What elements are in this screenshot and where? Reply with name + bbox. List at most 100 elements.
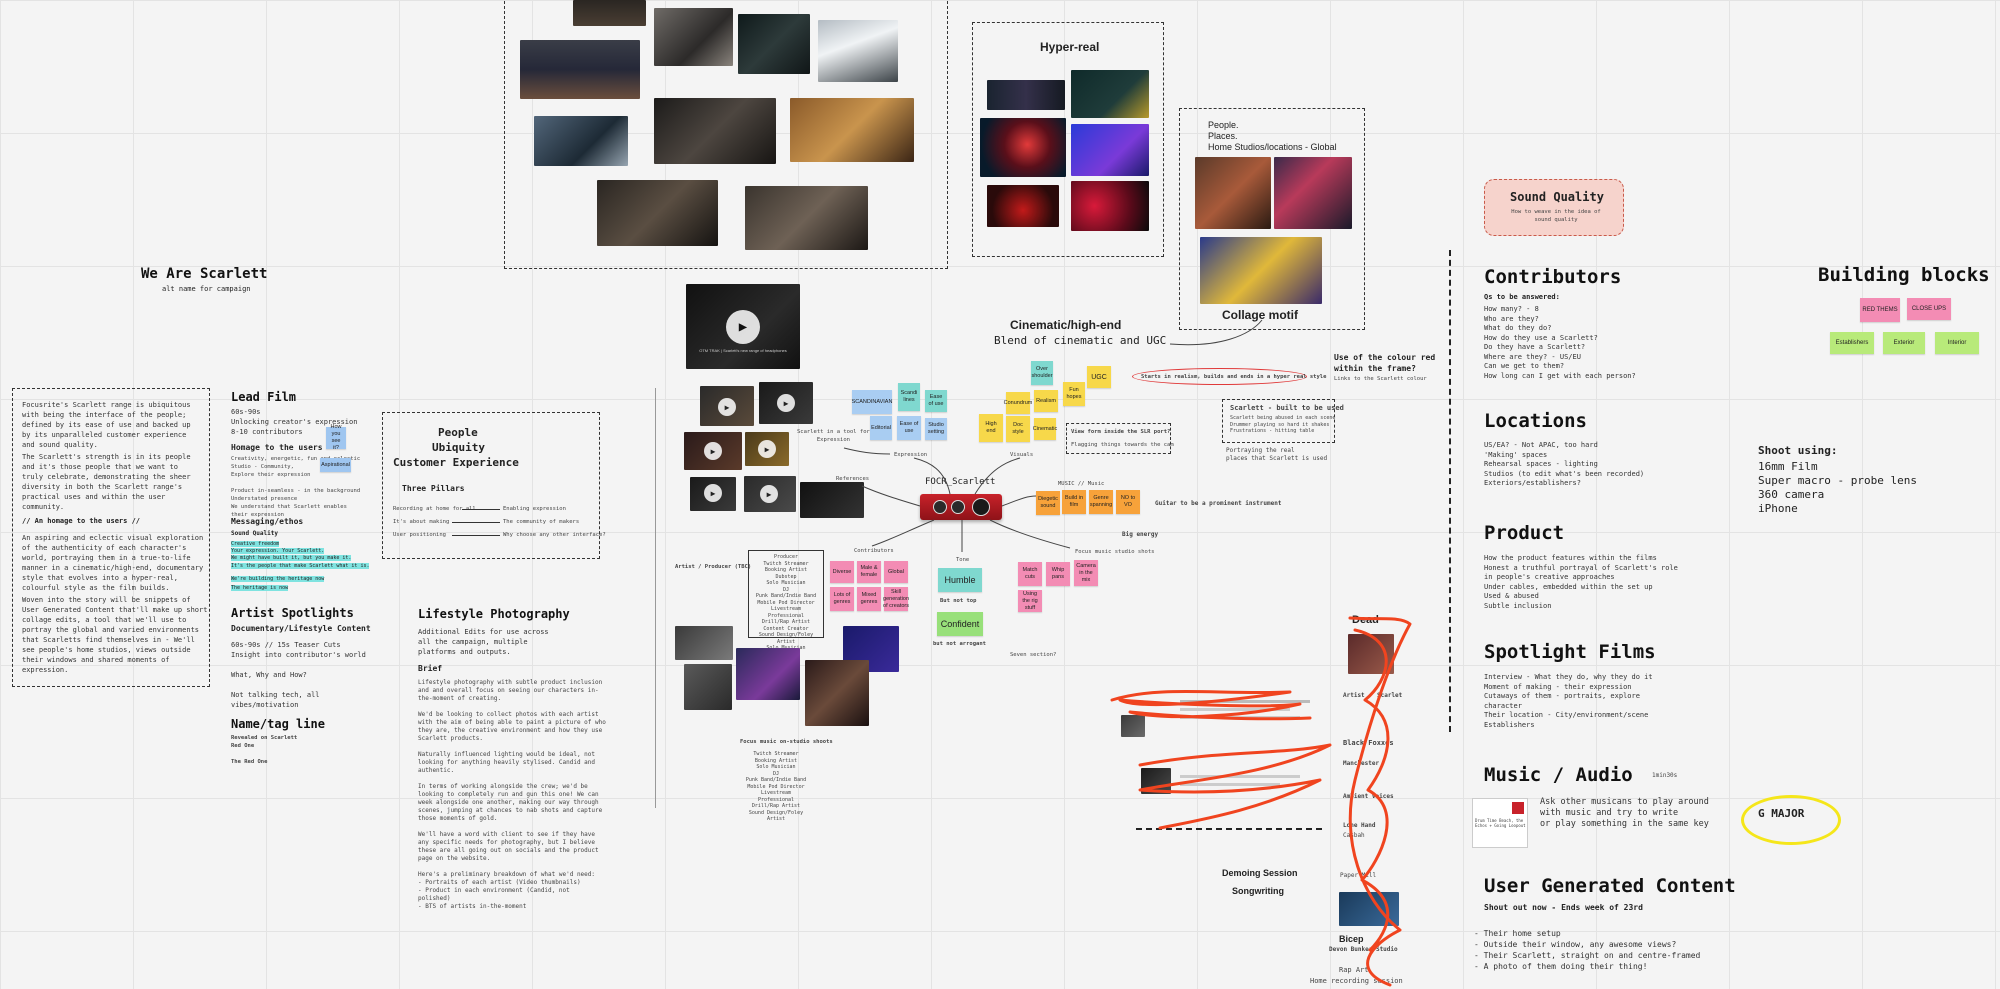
shoot-using-lines: 16mm Film Super macro - probe lens 360 c… — [1758, 460, 1917, 515]
sticky-note[interactable]: Fun hopes — [1063, 382, 1085, 406]
lead-film-lines: 60s-90s Unlocking creator's expression 8… — [231, 408, 358, 436]
photo-thumbnail[interactable] — [520, 40, 640, 99]
three-pillars-label: Three Pillars — [402, 484, 465, 493]
sticky-note[interactable]: Whip pans — [1046, 562, 1070, 586]
sticky-exterior[interactable]: Exterior — [1883, 332, 1925, 354]
scarlett-built-title: Scarlett - built to be used — [1230, 404, 1344, 412]
sticky-note[interactable]: Diverse — [830, 561, 854, 583]
sticky-note[interactable]: Mixed genres — [857, 587, 881, 611]
photo-thumbnail[interactable] — [1071, 70, 1149, 118]
scarlett-built-note: Scarlett being abused in each scene Drum… — [1230, 415, 1336, 434]
sticky-note[interactable]: Cinematic — [1033, 418, 1057, 440]
g-major-label: G MAJOR — [1758, 807, 1805, 820]
intro-paragraph-2: The Scarlett's strength is in its people… — [22, 453, 191, 511]
sticky-close-ups[interactable]: CLOSE UPS — [1907, 298, 1951, 320]
sticky-humble[interactable]: Humble — [938, 568, 982, 592]
sticky-note[interactable]: Realism — [1034, 390, 1058, 412]
sticky-note[interactable]: Genre spanning — [1089, 490, 1113, 514]
photo-thumbnail[interactable] — [805, 660, 869, 726]
vertical-divider — [655, 388, 656, 808]
sticky-note[interactable]: Scandi lines — [898, 383, 920, 411]
photo-thumbnail[interactable] — [1071, 124, 1149, 176]
sticky-note[interactable]: Skill generation of creators — [883, 587, 909, 611]
photo-thumbnail[interactable] — [1071, 181, 1149, 231]
sticky-note[interactable]: Lots of genres — [830, 587, 854, 611]
g-major-ring[interactable] — [1741, 795, 1841, 845]
play-icon[interactable]: ▶ — [704, 442, 722, 460]
sticky-note[interactable]: High end — [979, 414, 1003, 442]
roster-list-2: Twitch Streamer Booking Artist Solo Musi… — [745, 751, 807, 822]
colour-red-note: Use of the colour red within the frame? — [1334, 353, 1436, 373]
photo-thumbnail[interactable] — [1200, 237, 1322, 304]
pillars-frame — [382, 412, 600, 559]
play-icon[interactable]: ▶ — [704, 484, 722, 502]
sticky-note[interactable]: Using the rig stuff — [1018, 590, 1042, 612]
sticky-note[interactable]: NO to VO — [1116, 490, 1140, 514]
photo-thumbnail[interactable] — [654, 8, 733, 66]
sound-quality-label: Sound Quality — [231, 530, 278, 537]
play-icon[interactable]: ▶ — [760, 485, 778, 503]
photo-thumbnail[interactable] — [736, 648, 800, 700]
sticky-note[interactable]: Ease of use — [897, 416, 921, 440]
sticky-note[interactable]: Build in film — [1062, 490, 1086, 514]
sticky-establishers[interactable]: Establishers — [1830, 332, 1874, 354]
photo-thumbnail[interactable] — [790, 98, 914, 162]
artist-spotlights-title: Artist Spotlights — [231, 606, 354, 620]
photo-thumbnail[interactable] — [684, 664, 732, 710]
highlight-line: It's the people that make Scarlett what … — [231, 563, 370, 569]
not-arrogant-label: but not arrogant — [933, 641, 986, 647]
hyper-real-frame — [972, 22, 1164, 257]
text-placeholder-line — [1180, 775, 1300, 778]
sticky-note[interactable]: Over shoulder — [1031, 361, 1053, 385]
photo-thumbnail[interactable] — [987, 80, 1065, 110]
roster-list: Producer Twitch Streamer Booking Artist … — [755, 554, 817, 651]
play-icon[interactable]: ▶ — [726, 310, 760, 344]
note-aspirational[interactable]: Aspirational — [320, 458, 351, 472]
photo-thumbnail[interactable] — [654, 98, 776, 164]
name-tag-lines: Revealed on Scarlett Red One The Red One — [231, 735, 298, 765]
play-icon[interactable]: ▶ — [777, 394, 795, 412]
sticky-note[interactable]: Doc style — [1006, 416, 1030, 442]
photo-thumbnail[interactable] — [597, 180, 718, 246]
homage-title: Homage to the users — [231, 443, 323, 452]
sticky-note[interactable]: Ease of use — [925, 390, 947, 412]
big-energy-label: Big energy — [1122, 531, 1159, 538]
photo-thumbnail[interactable] — [987, 185, 1059, 227]
sticky-note[interactable]: Male & female — [857, 561, 881, 583]
sticky-note[interactable]: Editorial — [870, 416, 892, 440]
play-icon[interactable]: ▶ — [758, 440, 776, 458]
photo-thumbnail[interactable] — [534, 116, 628, 166]
sticky-note[interactable]: SCANDINAVIAN — [852, 390, 892, 414]
ugc-title: User Generated Content — [1484, 875, 1736, 897]
sticky-note-ugc[interactable]: UGC — [1087, 366, 1111, 388]
photo-thumbnail[interactable] — [745, 186, 868, 250]
play-icon[interactable]: ▶ — [718, 398, 736, 416]
sticky-interior[interactable]: Interior — [1935, 332, 1979, 354]
video-thumbnail[interactable] — [800, 482, 864, 518]
photo-thumbnail[interactable] — [1195, 157, 1271, 229]
sticky-note[interactable]: Diegetic sound — [1036, 491, 1060, 515]
photo-thumbnail[interactable] — [738, 14, 810, 74]
sticky-note[interactable]: Match cuts — [1018, 562, 1042, 586]
photo-thumbnail[interactable] — [573, 0, 646, 26]
mindmap-center[interactable]: FOCR_Scarlett — [925, 477, 996, 487]
photo-thumbnail[interactable] — [675, 626, 733, 660]
sticky-note[interactable]: Studio setting — [925, 418, 947, 440]
music-title: Music / Audio — [1484, 764, 1633, 786]
sticky-confident[interactable]: Confident — [937, 612, 983, 636]
highlight-line: The heritage is now — [231, 585, 289, 591]
sound-quality-title: Sound Quality — [1510, 190, 1604, 204]
photo-thumbnail[interactable] — [818, 20, 898, 82]
expression-connect: Scarlett in a tool for Expression — [797, 429, 870, 443]
sound-quality-card[interactable] — [1484, 179, 1624, 236]
sticky-red-thems[interactable]: RED THEMS — [1860, 298, 1900, 322]
photo-thumbnail[interactable] — [1274, 157, 1352, 229]
note-how-you-see-it[interactable]: How you see it? — [326, 424, 346, 451]
sticky-note[interactable]: Global — [884, 561, 908, 583]
references-label: References — [836, 476, 870, 482]
photo-thumbnail[interactable] — [980, 118, 1066, 177]
photo-thumbnail[interactable] — [1121, 715, 1145, 737]
sticky-note[interactable]: Camera in the mix — [1074, 560, 1098, 586]
sticky-note[interactable]: Conundrum — [1004, 392, 1032, 414]
spotlight-lines: Interview - What they do, why they do it… — [1484, 673, 1653, 729]
